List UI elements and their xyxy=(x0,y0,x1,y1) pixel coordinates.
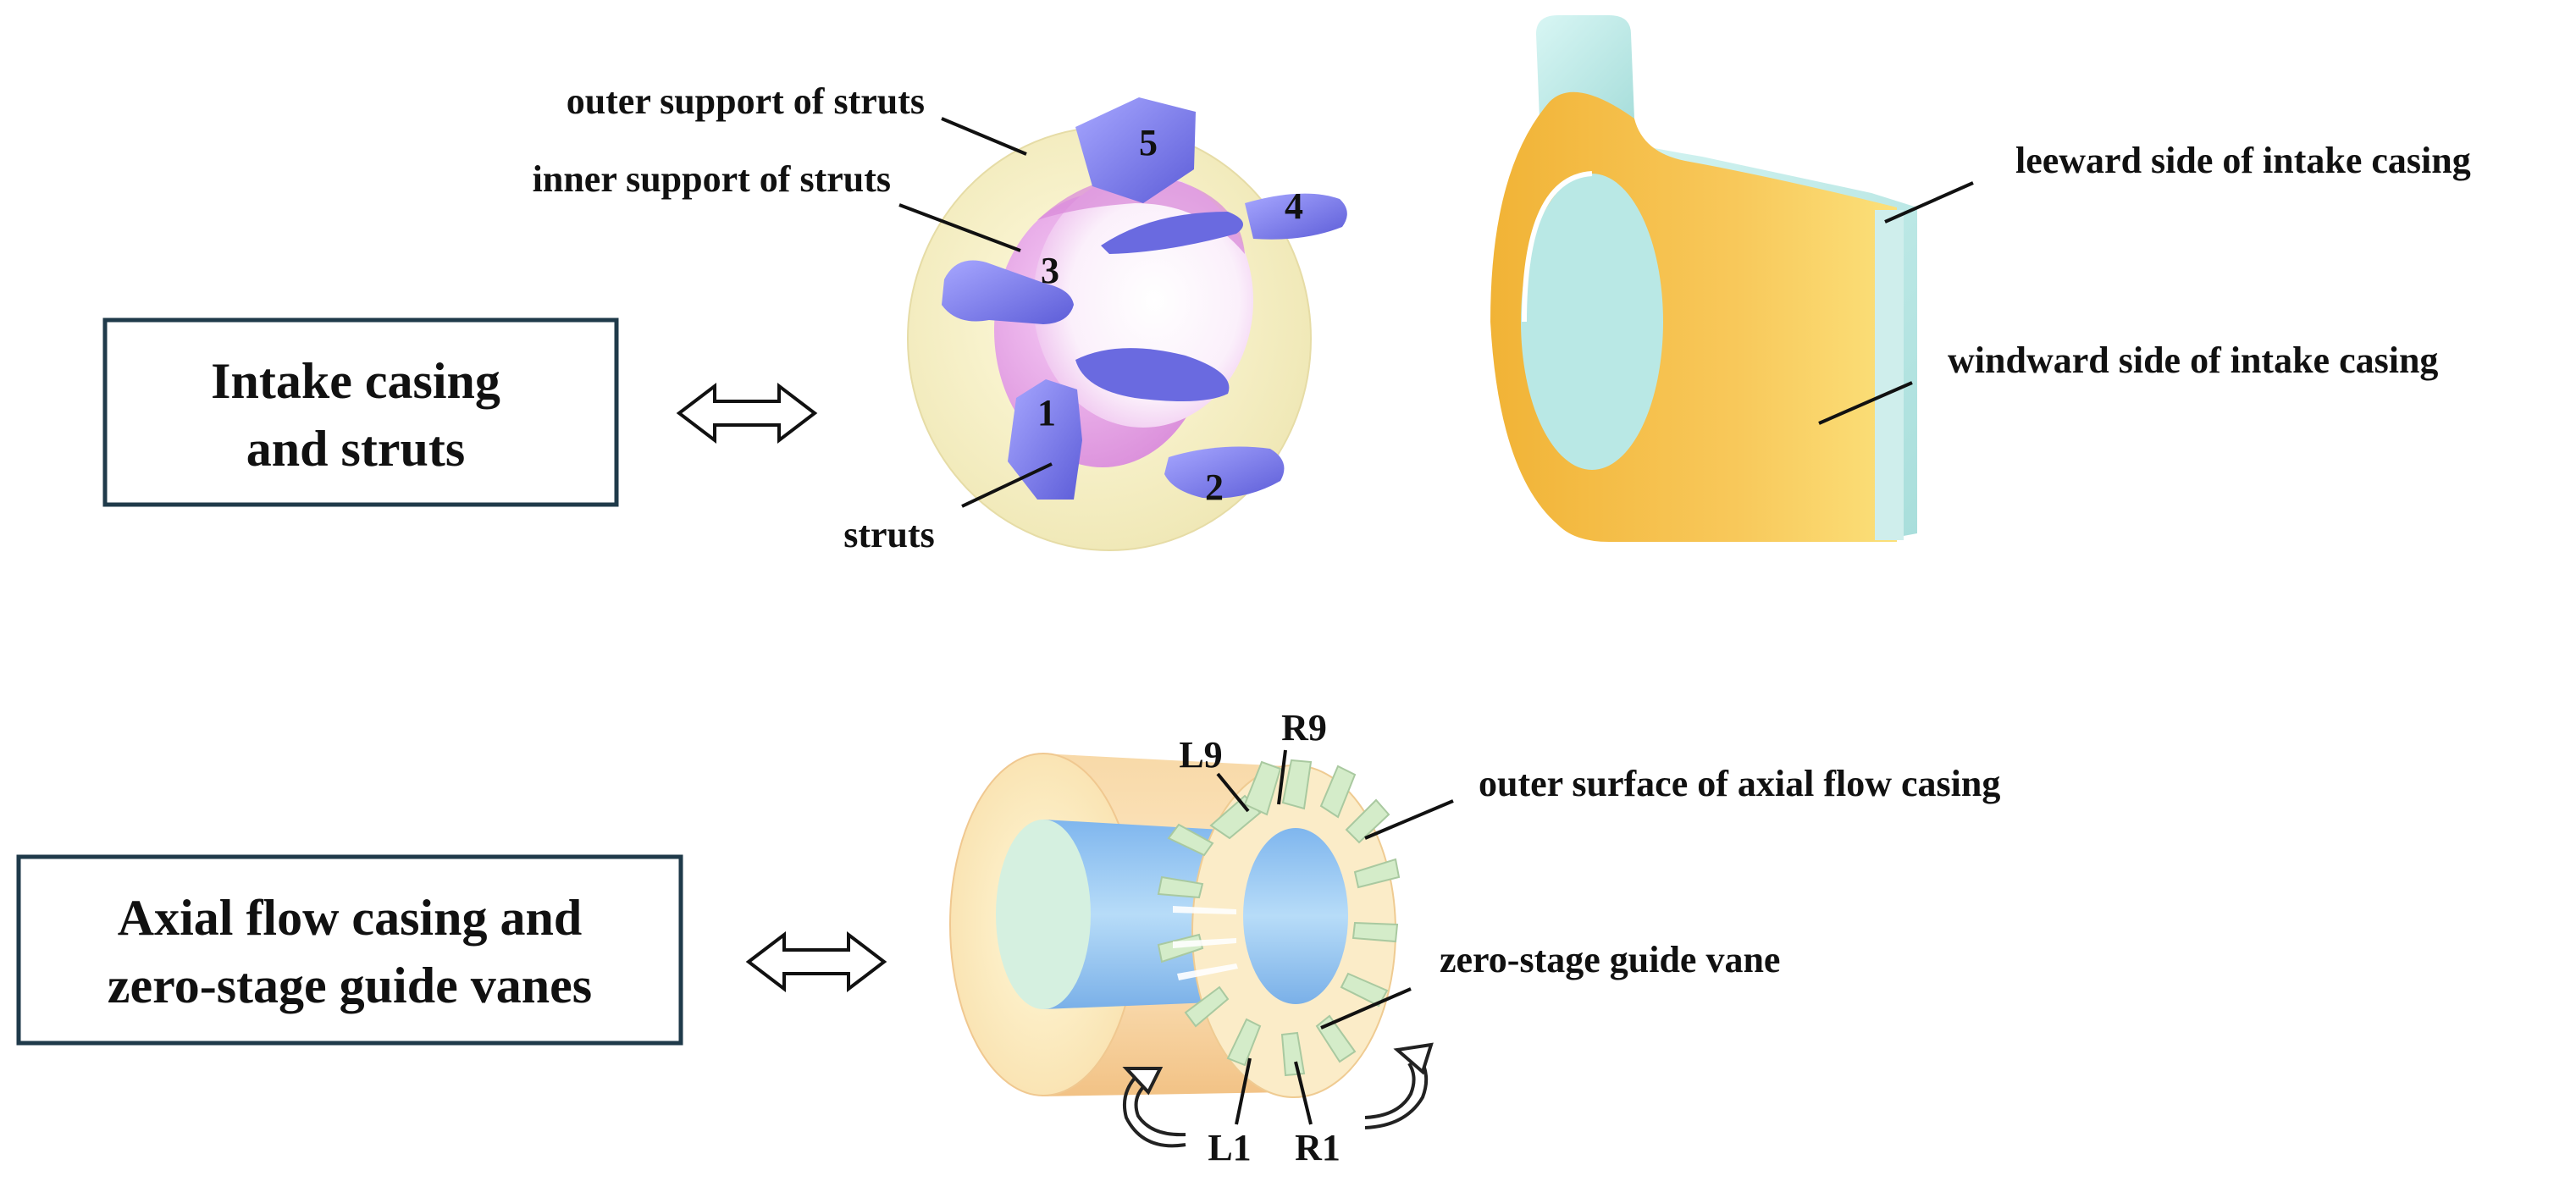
label-outer-support: outer support of struts xyxy=(567,80,925,122)
strut-number-4: 4 xyxy=(1285,185,1303,227)
struts-assembly: 5 4 3 1 2 xyxy=(907,97,1347,551)
label-leeward: leeward side of intake casing xyxy=(2015,140,2471,181)
vane-slots xyxy=(1173,906,1238,980)
intake-casing xyxy=(1490,15,1917,542)
rotation-arrow-right-icon xyxy=(1364,1042,1434,1129)
double-arrow-icon xyxy=(745,930,887,993)
strut-number-3: 3 xyxy=(1041,250,1059,291)
label-l9: L9 xyxy=(1179,734,1222,776)
label-r1: R1 xyxy=(1295,1127,1341,1168)
axial-box-title-line1: Axial flow casing and xyxy=(118,890,582,946)
intake-casing-annotations: leeward side of intake casing windward s… xyxy=(1818,140,2471,425)
intake-casing-box: Intake casing and struts xyxy=(102,317,619,507)
axial-casing-box: Axial flow casing and zero-stage guide v… xyxy=(16,854,683,1046)
label-r9: R9 xyxy=(1281,707,1327,748)
axial-annotations: L9 R9 outer surface of axial flow casing… xyxy=(1179,707,2000,1168)
strut-number-1: 1 xyxy=(1037,392,1056,433)
label-guide-vane: zero-stage guide vane xyxy=(1440,939,1780,980)
label-outer-surface: outer surface of axial flow casing xyxy=(1479,763,2000,804)
label-windward: windward side of intake casing xyxy=(1948,340,2438,381)
double-arrow-icon xyxy=(676,382,818,444)
label-l1: L1 xyxy=(1208,1127,1251,1168)
intake-box-title-line1: Intake casing xyxy=(211,353,500,409)
rotation-arrow-left-icon xyxy=(1122,1067,1186,1148)
zero-stage-guide-vanes xyxy=(1157,759,1401,1077)
intake-box-title-line2: and struts xyxy=(246,421,465,477)
label-struts: struts xyxy=(843,514,935,555)
label-inner-support: inner support of struts xyxy=(533,158,891,200)
strut-number-5: 5 xyxy=(1139,122,1158,163)
axial-box-title-line2: zero-stage guide vanes xyxy=(108,958,592,1013)
struts-annotations: outer support of struts inner support of… xyxy=(533,80,1053,555)
strut-number-2: 2 xyxy=(1205,467,1224,508)
axial-flow-casing xyxy=(949,753,1396,1098)
